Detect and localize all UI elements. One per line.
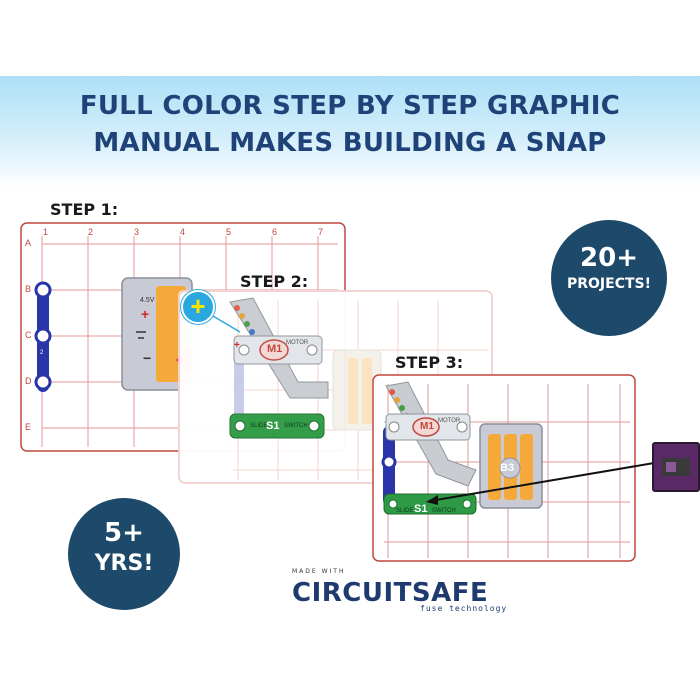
column-label: 1 <box>43 227 49 237</box>
slide-switch <box>383 493 477 515</box>
projects-count: 20+ <box>580 243 638 273</box>
headline: FULL COLOR STEP BY STEP GRAPHIC MANUAL M… <box>0 88 700 162</box>
column-label: 7 <box>318 227 324 237</box>
headline-line-1: FULL COLOR STEP BY STEP GRAPHIC <box>79 91 621 121</box>
column-label: 6 <box>272 227 278 237</box>
step-2-switch-id: S1 <box>266 420 280 432</box>
headline-line-2: MANUAL MAKES BUILDING A SNAP <box>93 128 607 158</box>
step-3-switch-slide: SLIDE <box>396 508 414 514</box>
step-3-switch-id: S1 <box>414 503 428 515</box>
row-label: E <box>25 422 32 432</box>
step-3-battery-id: B3 <box>500 462 515 474</box>
step-2-motor-text: MOTOR <box>286 340 309 346</box>
column-label: 5 <box>226 227 232 237</box>
slide-switch <box>229 413 325 439</box>
row-label: C <box>25 330 32 340</box>
step-2-switch-text: SWITCH <box>284 423 308 429</box>
row-label: D <box>25 376 32 386</box>
step-3-motor-label: M1 <box>420 421 434 432</box>
battery-minus-sign: − <box>143 350 152 366</box>
step-2-label: STEP 2: <box>240 272 309 291</box>
logo-tagline: fuse technology <box>420 604 508 613</box>
age-number: 5+ <box>104 518 144 548</box>
age-text: YRS! <box>94 551 154 576</box>
header-banner <box>0 76 700 188</box>
battery-voltage: 4.5V <box>140 297 155 304</box>
step-1-row-labels: A B C D E <box>25 238 37 438</box>
column-label: 4 <box>180 227 186 237</box>
column-label: 3 <box>134 227 140 237</box>
row-label: B <box>25 284 32 294</box>
step-2-plus-sign: + <box>234 340 240 351</box>
age-badge: 5+ YRS! <box>68 498 180 610</box>
step-3-label: STEP 3: <box>395 353 464 372</box>
step-2-switch-slide: SLIDE <box>250 423 268 429</box>
projects-text: PROJECTS! <box>566 276 651 292</box>
column-label: 2 <box>88 227 94 237</box>
step-2-motor-label: M1 <box>267 343 283 355</box>
battery-plus-sign: + <box>141 306 150 322</box>
step-1-label: STEP 1: <box>50 200 119 219</box>
pointer-arrow <box>426 462 655 505</box>
row-label: A <box>25 238 32 248</box>
circuitsafe-logo: CIRCUITSAFE <box>292 578 489 608</box>
projects-badge: 20+ PROJECTS! <box>551 220 667 336</box>
step-1-column-labels: 1 2 3 4 5 6 7 <box>22 227 332 239</box>
step-3-switch-text: SWITCH <box>432 508 456 514</box>
plus-badge-icon: + <box>181 290 215 324</box>
step-3-motor-text: MOTOR <box>438 418 461 424</box>
logo-made-with: MADE WITH <box>292 568 346 575</box>
battery-callout-thumbnail <box>652 442 700 492</box>
step-3-board <box>372 374 636 562</box>
wire-connector-label: 2 <box>40 350 44 356</box>
